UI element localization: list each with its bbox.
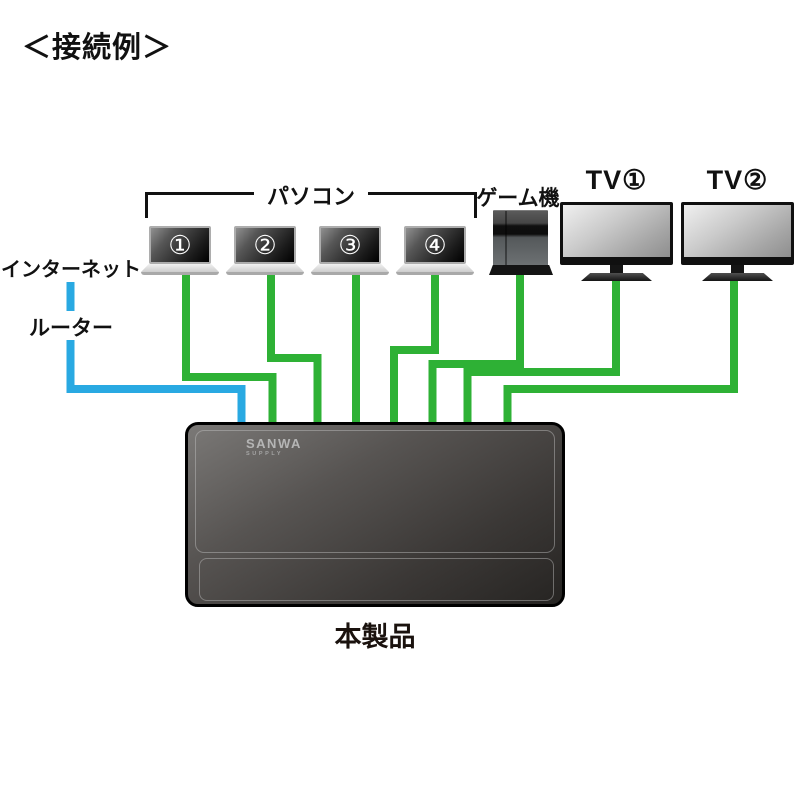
pc-group-bracket: パソコン [145,179,477,218]
laptop-2: ② [226,226,304,276]
laptop-4-screen: ④ [404,226,466,264]
laptop-2-base [226,264,304,272]
laptop-3-screen: ③ [319,226,381,264]
tv-1-bezel [560,202,673,265]
product-top-panel [195,430,555,553]
tv1-label: TV① [585,165,648,195]
product-box: SANWA SUPPLY [185,422,565,607]
cable-tv2 [503,276,738,430]
tv-2-stand-neck [731,265,744,274]
cable-pc2 [267,264,322,430]
game-console-body [493,210,548,266]
page-title: ＜接続例＞ [22,32,173,64]
laptop-4: ④ [396,226,474,276]
tv-1 [560,202,673,282]
laptop-2-number: ② [253,230,277,260]
cable-internet-to-product [66,340,246,430]
game-console [489,208,553,276]
game-console-stand [489,265,553,275]
tv-1-stand-neck [610,265,623,274]
laptop-1-number: ① [168,230,192,260]
laptop-3-base-lip [311,272,389,275]
laptop-2-base-lip [226,272,304,275]
game-console-label: ゲーム機 [476,187,560,210]
product-bottom-panel [199,558,554,601]
laptop-1-screen: ① [149,226,211,264]
router-label: ルーター [29,317,113,340]
tv-1-screen [563,205,670,257]
tv-2-screen [684,205,791,257]
laptop-4-base [396,264,474,272]
tv-2-bezel [681,202,794,265]
brand-text: SANWA [246,436,302,451]
tv-1-stand-base [581,273,652,281]
laptop-4-number: ④ [423,230,447,260]
laptop-2-screen: ② [234,226,296,264]
laptop-1-base [141,264,219,272]
cable-game [428,270,524,430]
tv-2 [681,202,794,282]
tv2-label: TV② [706,165,769,195]
cable-tv1 [463,276,620,430]
sanwa-logo: SANWA SUPPLY [246,437,302,458]
cable-pc1 [182,264,277,430]
laptop-4-base-lip [396,272,474,275]
brand-sub-text: SUPPLY [246,451,284,457]
tv-2-stand-base [702,273,773,281]
internet-label: インターネット [1,259,141,281]
pc-group-label: パソコン [253,179,369,211]
laptop-3-base [311,264,389,272]
laptop-1-base-lip [141,272,219,275]
laptop-1: ① [141,226,219,276]
cable-pc4 [390,264,439,430]
laptop-3: ③ [311,226,389,276]
product-label: 本製品 [334,622,416,652]
laptop-3-number: ③ [338,230,362,260]
